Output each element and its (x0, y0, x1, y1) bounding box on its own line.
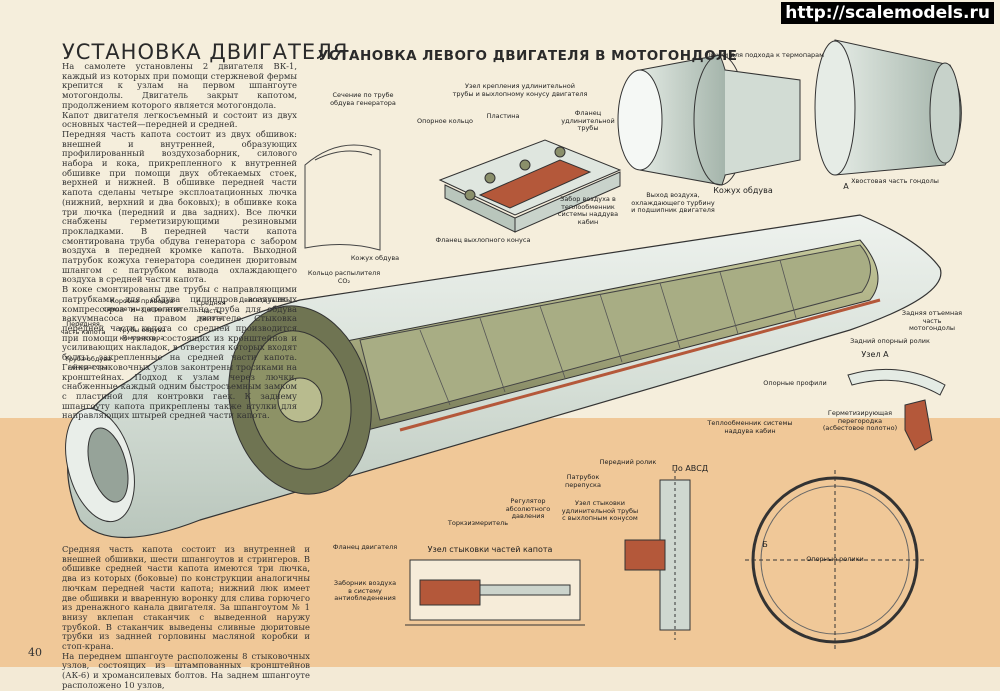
exhaust-mount-detail (438, 139, 622, 233)
label-cabin-air-intake: Забор воздуха в теплообменник системы на… (557, 195, 619, 226)
label-support-ring: Опорное кольцо (416, 117, 474, 125)
body-text-bottom: Средняя часть капота состоит из внутренн… (62, 544, 310, 690)
label-exhaust-cone-flange: Фланец выхлопного конуса (435, 236, 531, 244)
label-blower-cowl-2: Кожух обдува (350, 254, 400, 262)
label-generator-blow-pipe: Труба обдува генератора (64, 355, 112, 371)
label-node-a: Узел А (861, 350, 889, 359)
body-text-top: На самолете установлены 2 двигателя ВК-1… (62, 61, 297, 421)
label-hatch-thermocouples: Лючки для подхода к термопарам (705, 51, 825, 59)
blower-cowl-drawing (617, 54, 801, 186)
node-a-detail (847, 368, 946, 451)
label-support-rollers: Опорные ролики (806, 555, 864, 563)
label-accessory-drive-box: Коробка приводов самолетных агрегатов (102, 297, 182, 313)
label-cowl-joint-node: Узел стыковки частей капота (427, 545, 553, 554)
label-blower-cowl: Кожух обдува (713, 186, 773, 195)
label-compressor-blow-pipes: Трубы обдува компрессора (118, 326, 166, 342)
label-plate: Пластина (486, 112, 520, 120)
label-bypass-pipe: Патрубок перепуска (565, 473, 601, 489)
label-front-roller: Передний ролик (599, 458, 657, 466)
label-letter-b: Б (762, 540, 768, 549)
nacelle-body (65, 214, 942, 539)
label-section-generator-pipe: Сечение по трубе обдува генератора (330, 91, 396, 107)
page-number: 40 (28, 646, 42, 659)
engine-cutaway-illustration (65, 39, 962, 650)
label-rear-detachable-part: Задняя отъемная часть мотогондолы (901, 309, 963, 332)
label-tail-part: Хвостовая часть гондолы (851, 177, 939, 185)
cowl-joint-detail (405, 559, 585, 626)
label-support-profiles: Опорные профили (763, 379, 827, 387)
label-heat-exchanger-system: Теплообменник системы наддува кабин (707, 419, 793, 435)
label-extension-joint-node: Узел стыковки удлинительной трубы с выхл… (561, 499, 639, 522)
label-fire-extinguisher-nozzles: Заборник воздуха в систему антиобледенен… (333, 579, 397, 602)
support-ring-detail (745, 470, 925, 650)
label-exhaust-mount-unit: Узел крепления удлинительной трубы и вых… (452, 82, 588, 98)
tail-part-drawing (814, 39, 962, 176)
section-abcd-detail (624, 470, 691, 640)
label-by-abcd: По АВСД (671, 464, 709, 473)
label-rear-support-ring: Задний опорный ролик (850, 337, 930, 345)
watermark: http://scalemodels.ru (781, 2, 994, 24)
label-engine-flange: Фланец двигателя (332, 543, 398, 551)
label-front-cowl-part: Передняя часть капота (60, 320, 106, 336)
label-atomizer-ring: Кольцо распылителя CO₂ (307, 269, 381, 285)
label-torque-meter: Торкзизмеритель (447, 519, 509, 527)
section-sketch (304, 144, 381, 251)
page-title: УСТАНОВКА ДВИГАТЕЛЯ (62, 40, 349, 64)
label-sealing-bulkhead: Герметизирующая перегородка (асбестовое … (822, 409, 898, 432)
label-engine-vk1: Двигатель ВК-1 (239, 296, 293, 304)
label-letter-a: А (843, 182, 849, 191)
label-abs-pressure-regulator: Регулятор абсолютного давления (505, 497, 551, 520)
illustration-title: УСТАНОВКА ЛЕВОГО ДВИГАТЕЛЯ В МОТОГОНДОЛЕ (318, 48, 738, 64)
label-extension-flange: Фланец удлинительной трубы (561, 109, 615, 132)
label-middle-cowl-part: Средняя часть капота (196, 299, 226, 322)
label-cooling-air-outlet: Выход воздуха, охлаждающего турбину и по… (631, 191, 715, 214)
